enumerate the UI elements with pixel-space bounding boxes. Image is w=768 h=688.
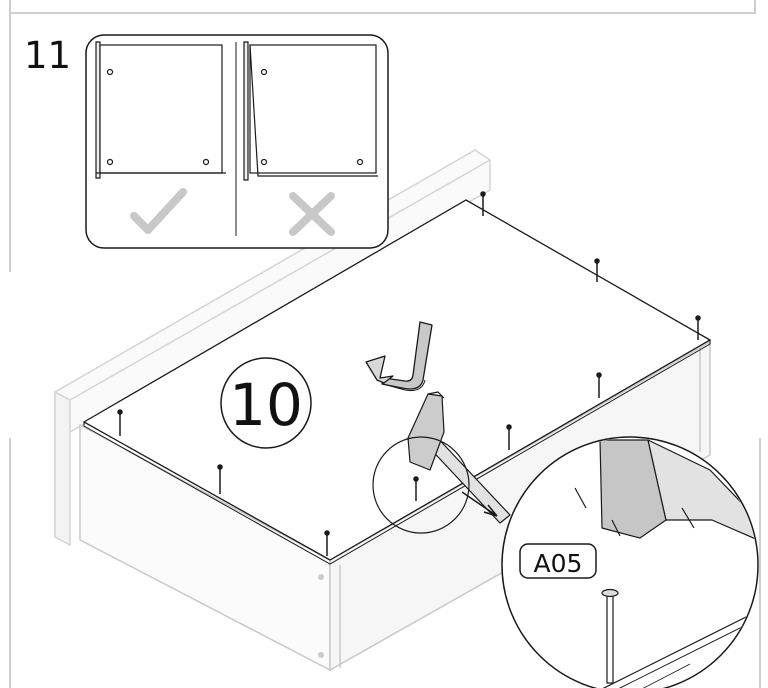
detail-zoom-circle: A05 (501, 436, 759, 688)
nail (324, 530, 330, 556)
correct-alignment-example (95, 41, 226, 179)
nail-detail (601, 588, 619, 684)
check-icon (130, 188, 187, 234)
nail (594, 258, 600, 282)
nail (695, 315, 701, 340)
cross-icon (289, 192, 335, 236)
next-step-number: 11 (24, 34, 71, 77)
current-step-number: 10 (229, 371, 303, 439)
nail (480, 191, 486, 216)
current-step-marker: 10 (220, 357, 312, 449)
nail (596, 372, 602, 398)
wrong-alignment-example (243, 41, 378, 181)
hammer-detail (599, 439, 667, 539)
hammer-icon (407, 391, 511, 524)
dowel-hole (318, 652, 324, 658)
detail-leader-arrow (461, 491, 498, 517)
dowel-hole (318, 574, 324, 580)
part-code: A05 (534, 549, 583, 578)
part-label-box (519, 543, 597, 579)
nail (217, 464, 223, 494)
panel-edge-detail (599, 609, 757, 688)
nail (413, 476, 419, 501)
detail-source-circle (372, 436, 470, 534)
page-frame (9, 0, 761, 688)
nail (117, 409, 123, 436)
alignment-inset (85, 34, 389, 249)
rotate-arrow-icon (365, 321, 433, 391)
nails (117, 191, 701, 556)
nail (506, 424, 512, 450)
